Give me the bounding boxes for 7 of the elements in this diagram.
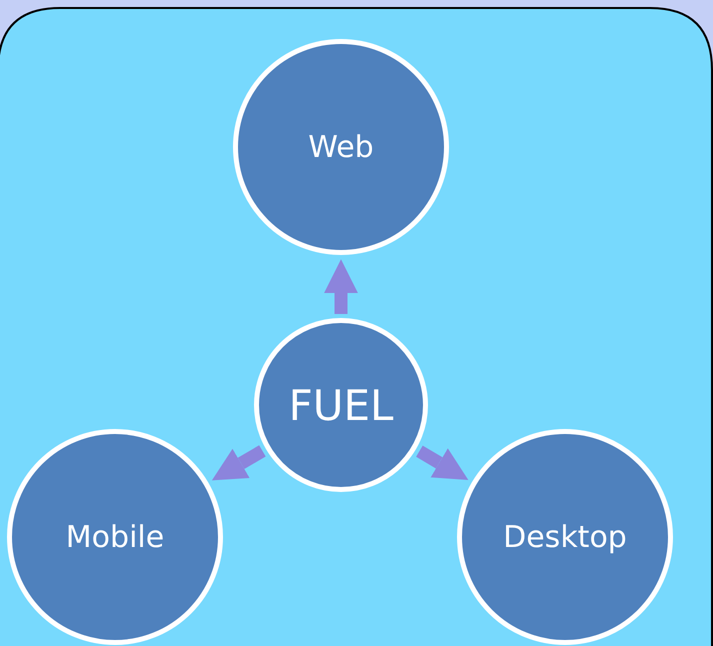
node-label: Mobile: [66, 520, 164, 554]
arrow: [324, 259, 358, 314]
node-label: FUEL: [288, 380, 394, 430]
arrow: [416, 446, 468, 480]
arrow: [212, 445, 266, 480]
node-label: Desktop: [503, 520, 627, 554]
node-label: Web: [308, 130, 374, 164]
